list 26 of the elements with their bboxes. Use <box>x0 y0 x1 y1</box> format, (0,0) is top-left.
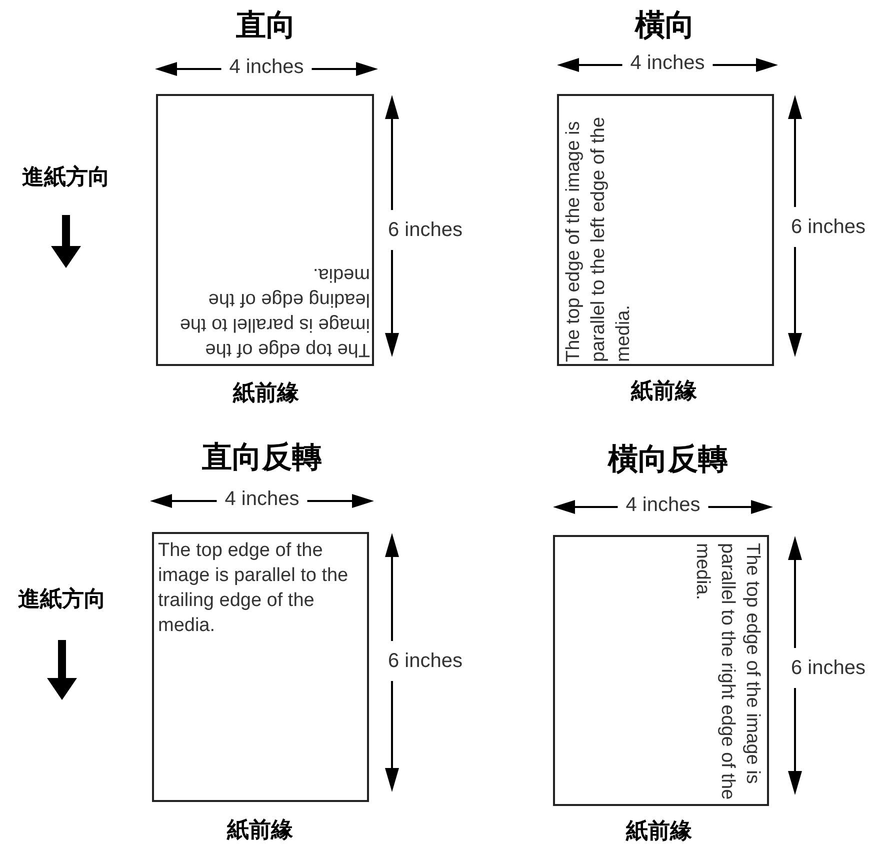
page-box <box>557 94 774 366</box>
panel-title: 橫向反轉 <box>608 442 728 478</box>
page-box <box>152 532 369 802</box>
panel-title: 直向 <box>236 8 296 44</box>
dimension-text: 6 inches <box>791 656 866 680</box>
description-text: The top edge of the image is parallel to the leading edge of the media. <box>178 263 370 362</box>
feed-direction-label: 進紙方向 <box>18 586 106 614</box>
edge-caption: 紙前緣 <box>227 817 293 845</box>
edge-caption: 紙前緣 <box>631 378 697 406</box>
page-box <box>156 94 374 366</box>
description-text: The top edge of the image is parallel to the right edge of the media. <box>691 543 764 802</box>
description-text: The top edge of the image is parallel to the trailing edge of the media. <box>158 539 350 638</box>
dimension-text: 4 inches <box>630 51 705 75</box>
dimension-text: 4 inches <box>626 493 700 517</box>
panel-title: 直向反轉 <box>202 440 322 476</box>
page-box <box>553 535 769 806</box>
edge-caption: 紙前緣 <box>233 380 299 408</box>
dimension-text: 6 inches <box>388 649 462 673</box>
edge-caption: 紙前緣 <box>626 818 692 846</box>
dimension-text: 4 inches <box>224 487 300 511</box>
dimension-text: 4 inches <box>229 55 304 79</box>
description-text: The top edge of the image is parallel to the left edge of the media. <box>562 116 635 362</box>
feed-direction-label: 進紙方向 <box>22 164 110 192</box>
dimension-text: 6 inches <box>388 218 462 242</box>
dimension-text: 6 inches <box>791 215 866 239</box>
panel-title: 橫向 <box>635 8 695 44</box>
